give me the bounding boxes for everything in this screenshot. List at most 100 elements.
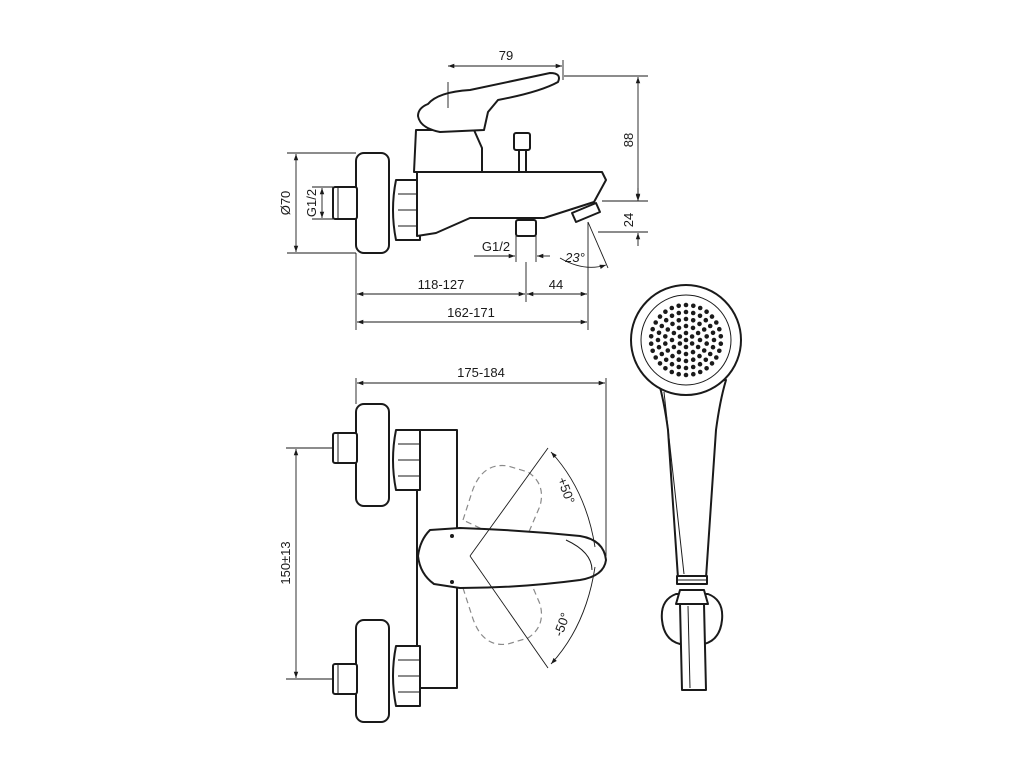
- dim-outlet-thread: G1/2: [482, 239, 510, 254]
- dim-outlet-to-spout: 44: [549, 277, 563, 292]
- spray-nozzle: [663, 317, 669, 323]
- spray-nozzle: [689, 341, 695, 346]
- spray-nozzle: [697, 369, 703, 375]
- dim-projection: 162-171: [447, 305, 495, 320]
- hose: [679, 603, 707, 691]
- hand-shower: [630, 284, 742, 691]
- spray-nozzle: [690, 364, 696, 370]
- lever-position-plus: [462, 464, 543, 549]
- spray-nozzle: [704, 366, 709, 371]
- spray-nozzle: [677, 334, 683, 339]
- top-lever: [417, 527, 607, 589]
- spray-nozzle: [669, 369, 675, 375]
- spray-nozzle: [703, 357, 709, 363]
- spray-nozzle: [703, 317, 709, 323]
- spray-nozzle: [683, 365, 689, 371]
- dim-inlet-thread: G1/2: [304, 189, 319, 217]
- spray-nozzle: [671, 330, 677, 336]
- spray-nozzle: [659, 351, 665, 357]
- side-mixer-body: [416, 171, 607, 237]
- spray-nozzle: [697, 305, 703, 311]
- spray-nozzle: [665, 327, 671, 332]
- spray-nozzle: [697, 313, 703, 319]
- spray-nozzle: [717, 326, 722, 332]
- spray-nozzle: [714, 355, 719, 360]
- dim-height-total: 88: [621, 133, 636, 147]
- side-view: 79 88 24 Ø70 G1/2 G1/2 23°: [278, 48, 648, 330]
- spray-nozzle: [653, 355, 658, 360]
- spray-nozzle: [697, 321, 702, 327]
- spray-nozzle: [650, 348, 655, 354]
- dim-wall-to-outlet: 118-127: [418, 277, 465, 292]
- spray-nozzle: [669, 361, 675, 367]
- spray-nozzle: [709, 314, 715, 319]
- spray-nozzle: [690, 357, 696, 363]
- spray-nozzle: [663, 341, 668, 346]
- spray-nozzle: [683, 344, 689, 350]
- spray-nozzle: [663, 334, 668, 339]
- lever-position-minus: [462, 561, 543, 646]
- spray-nozzle: [683, 323, 689, 329]
- spray-nozzle: [656, 330, 662, 336]
- spray-nozzle: [704, 334, 709, 339]
- spray-nozzle: [707, 351, 713, 357]
- spray-nozzle: [683, 330, 689, 336]
- spray-nozzle: [663, 366, 668, 371]
- hand-shower-handle: [657, 379, 727, 579]
- spray-nozzle: [695, 330, 701, 336]
- dim-diameter: Ø70: [278, 191, 293, 216]
- spray-nozzle: [676, 303, 681, 309]
- spray-nozzle: [683, 358, 689, 364]
- spray-nozzle: [671, 344, 677, 350]
- spray-nozzle: [709, 361, 715, 366]
- spray-nozzle: [669, 313, 675, 319]
- spray-nozzle: [656, 344, 662, 350]
- top-flange-lower: [355, 619, 390, 723]
- side-wall-flange: [355, 152, 390, 254]
- dim-lever-width: 79: [499, 48, 513, 63]
- spray-nozzle: [689, 334, 695, 339]
- side-bottom-outlet: [515, 219, 537, 237]
- spray-nozzle: [669, 305, 675, 311]
- spray-nozzle: [690, 325, 696, 331]
- spray-nozzle: [704, 341, 709, 346]
- spray-nozzle: [718, 341, 724, 347]
- dim-angle-minus: -50°: [551, 611, 573, 639]
- spray-nozzle: [648, 341, 654, 347]
- dim-spout-angle: 23°: [564, 250, 585, 265]
- nozzle-pattern: [648, 302, 724, 378]
- spray-nozzle: [676, 325, 682, 331]
- spray-nozzle: [663, 309, 668, 315]
- spray-nozzle: [665, 348, 671, 353]
- spray-nozzle: [697, 353, 702, 359]
- top-view: 175-184 150±13 +50° -50°: [278, 365, 607, 723]
- spray-nozzle: [670, 321, 675, 327]
- spray-nozzle: [717, 348, 722, 354]
- dim-overall-width: 175-184: [457, 365, 505, 380]
- dim-angle-plus: +50°: [555, 475, 578, 506]
- top-connector-lower: [332, 663, 358, 695]
- spray-nozzle: [718, 334, 724, 339]
- spray-nozzle: [690, 310, 696, 316]
- spray-nozzle: [683, 302, 689, 308]
- spray-nozzle: [653, 320, 658, 325]
- spray-nozzle: [683, 309, 689, 315]
- spray-nozzle: [701, 327, 707, 332]
- spray-nozzle: [676, 364, 682, 370]
- spray-nozzle: [650, 326, 655, 332]
- spray-nozzle: [648, 334, 654, 339]
- spray-nozzle: [695, 344, 701, 350]
- spray-nozzle: [710, 344, 716, 350]
- spray-nozzle: [676, 310, 682, 316]
- spray-nozzle: [683, 351, 689, 357]
- spray-nozzle: [683, 316, 689, 322]
- spray-nozzle: [707, 323, 713, 329]
- spray-nozzle: [676, 357, 682, 363]
- spray-nozzle: [676, 349, 682, 355]
- spray-nozzle: [711, 337, 717, 343]
- side-diverter-knob: [513, 132, 531, 151]
- spray-nozzle: [663, 357, 669, 363]
- side-cartridge: [413, 129, 483, 173]
- spray-nozzle: [659, 323, 665, 329]
